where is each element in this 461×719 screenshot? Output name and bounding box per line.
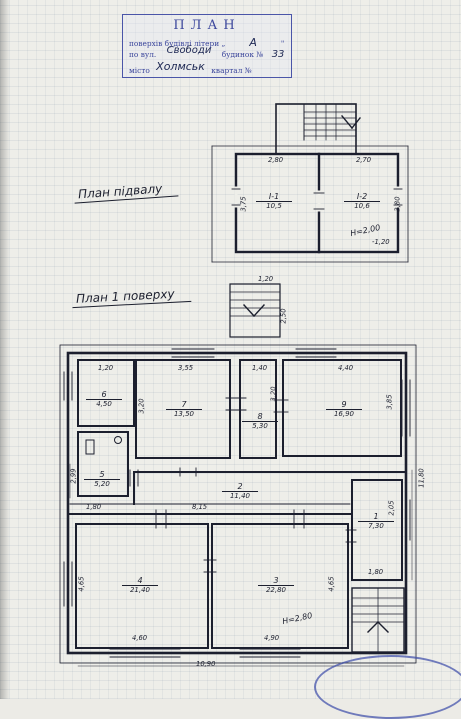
basement-dim-right: 3,80	[393, 196, 402, 212]
dim-room4-width: 4,60	[132, 634, 148, 642]
stamp-house-label: будинок №	[221, 50, 264, 59]
floor1-room-1: 1 7,30	[358, 512, 394, 530]
basement-dim-left: 3,75	[239, 196, 248, 212]
dim-room8-width: 1,40	[252, 364, 268, 372]
plan-stamp: ПЛАН поверхів будівлі літери „А" по вул.…	[122, 14, 292, 78]
dim-room1-width: 1,80	[368, 568, 384, 576]
dim-room7-height: 3,20	[137, 398, 146, 414]
stamp-city-label: місто	[129, 66, 150, 75]
dim-room3-height: 4,65	[327, 576, 336, 592]
stamp-street-value: Свободи	[166, 45, 212, 56]
stamp-litera-value: А	[249, 36, 257, 49]
basement-room-1: І-1 10,5	[256, 192, 292, 210]
dim-room8-height: 3,20	[269, 386, 278, 402]
floor1-room-2: 2 11,40	[222, 482, 258, 500]
first-floor-plan	[59, 283, 417, 667]
stamp-litera-line: поверхів будівлі літери „А"	[129, 36, 285, 49]
stamp-street-line: по вул. Свободи будинок № 33	[129, 45, 285, 60]
dim-room9-width: 4,40	[338, 364, 354, 372]
dim-room4-height: 4,65	[77, 576, 86, 592]
stamp-house-value: 33	[271, 49, 285, 60]
basement-level-note: -1,20	[372, 238, 390, 246]
dim-room6-width: 1,20	[98, 364, 114, 372]
floor1-room-9: 9 16,90	[326, 400, 362, 418]
floor1-room-7: 7 13,50	[166, 400, 202, 418]
stamp-title: ПЛАН	[173, 18, 241, 33]
stamp-quarter-label: квартал №	[211, 66, 252, 75]
basement-dim-top-left: 2,80	[268, 156, 284, 164]
floor1-room-4: 4 21,40	[122, 576, 158, 594]
floor1-room-8: 8 5,30	[242, 412, 278, 430]
dim-corridor-width: 8,15	[192, 503, 208, 511]
dim-room3-width: 4,90	[264, 634, 280, 642]
basement-plan	[211, 103, 409, 263]
stairs-dim-depth: 2,50	[279, 308, 288, 324]
floor1-room-6: 6 4,50	[86, 390, 122, 408]
stamp-litera-label: поверхів будівлі літери	[129, 39, 220, 48]
office-seal	[314, 655, 461, 719]
dim-right-total: 11,80	[417, 468, 426, 488]
dim-room5-height: 2,99	[69, 468, 78, 484]
dim-room7-width: 3,55	[178, 364, 194, 372]
floor-plan-drawing	[59, 103, 417, 667]
floor1-room-5: 5 5,20	[84, 470, 120, 488]
page-edge-shadow	[0, 0, 10, 699]
dim-room9-height: 3,85	[385, 394, 394, 410]
stairs-dim-width: 1,20	[258, 275, 274, 283]
dim-total-width: 10,90	[196, 660, 216, 668]
dim-corridor-left: 1,80	[86, 503, 102, 511]
basement-room-2: І-2 10,6	[344, 192, 380, 210]
floor1-room-3: 3 22,80	[258, 576, 294, 594]
stamp-city-value: Холмськ	[156, 60, 205, 73]
stamp-street-label: по вул.	[129, 50, 157, 59]
basement-dim-top-right: 2,70	[356, 156, 372, 164]
stamp-city-line: місто Холмськ квартал №	[129, 60, 252, 76]
